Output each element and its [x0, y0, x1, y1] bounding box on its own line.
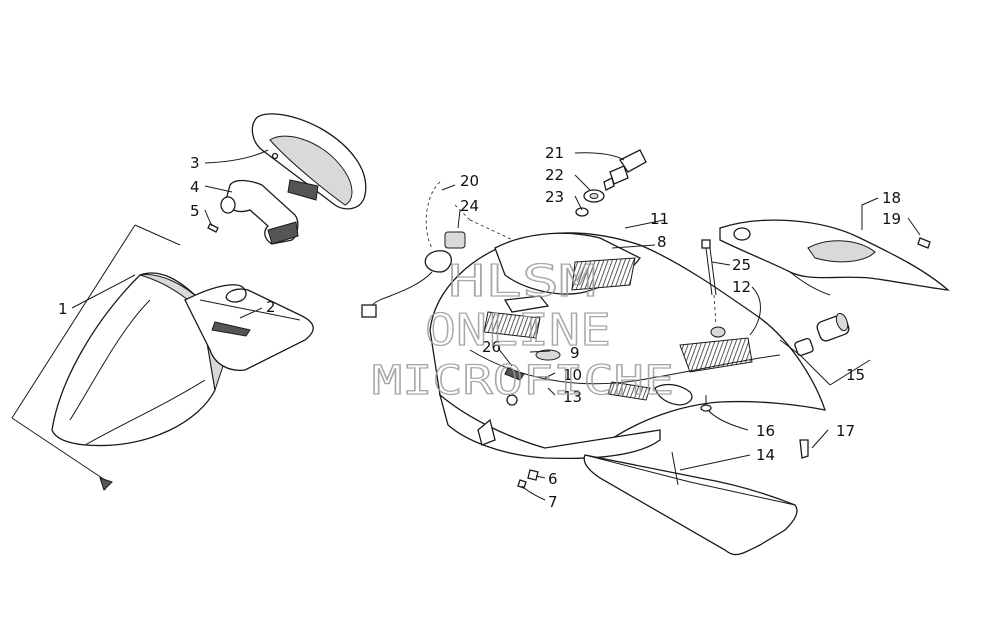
part-screw-7	[517, 479, 527, 489]
part-side-trim	[719, 219, 950, 296]
callout-6: 6	[548, 470, 558, 488]
callout-26: 26	[482, 338, 501, 356]
part-key	[603, 149, 647, 191]
callout-1: 1	[58, 300, 68, 318]
callout-7: 7	[548, 493, 558, 511]
part-screw-6	[527, 469, 539, 481]
part-screw-16	[700, 395, 712, 412]
callout-25: 25	[732, 256, 751, 274]
part-floor-mat	[583, 451, 798, 556]
callout-17: 17	[836, 422, 855, 440]
callout-2: 2	[266, 298, 276, 316]
part-nut	[575, 207, 589, 217]
watermark-line-3: MICROFICHE	[372, 358, 674, 404]
part-screw-17	[799, 439, 809, 459]
callout-16: 16	[756, 422, 775, 440]
watermark-line-1: HLSM	[448, 256, 596, 307]
part-bolt-25	[701, 239, 717, 326]
callout-20: 20	[460, 172, 479, 190]
part-washer	[583, 189, 605, 203]
leader-lines	[71, 149, 921, 501]
part-gauge-bracket	[220, 179, 299, 245]
part-clip-26	[504, 367, 525, 381]
callout-22: 22	[545, 166, 564, 184]
part-front-fender	[51, 272, 231, 447]
callout-labels: 1 2 3 4 5 6 7 8 9 10 11 12 13 14 15 16 1…	[58, 144, 901, 511]
part-main-console	[429, 232, 826, 460]
callout-11: 11	[650, 210, 669, 228]
part-ignition-harness	[361, 181, 546, 318]
part-screw-5	[207, 223, 219, 233]
callout-15: 15	[846, 366, 865, 384]
callout-23: 23	[545, 188, 564, 206]
part-gauge	[251, 113, 367, 210]
callout-4: 4	[190, 178, 200, 196]
callout-14: 14	[756, 446, 775, 464]
callout-3: 3	[190, 154, 200, 172]
callout-19: 19	[882, 210, 901, 228]
watermark: HLSM ONLINE MICROFICHE	[371, 255, 674, 404]
callout-24: 24	[460, 197, 479, 215]
callout-12: 12	[732, 278, 751, 296]
callout-5: 5	[190, 202, 200, 220]
part-lock	[779, 312, 871, 386]
callout-9: 9	[570, 344, 580, 362]
callout-18: 18	[882, 189, 901, 207]
part-screw-19	[917, 237, 931, 249]
part-1-bracket	[11, 224, 181, 491]
callout-21: 21	[545, 144, 564, 162]
callout-10: 10	[563, 366, 582, 384]
callout-8: 8	[657, 233, 667, 251]
part-side-panel	[184, 284, 314, 371]
callout-13: 13	[563, 388, 582, 406]
watermark-line-2: ONLINE	[425, 305, 611, 356]
